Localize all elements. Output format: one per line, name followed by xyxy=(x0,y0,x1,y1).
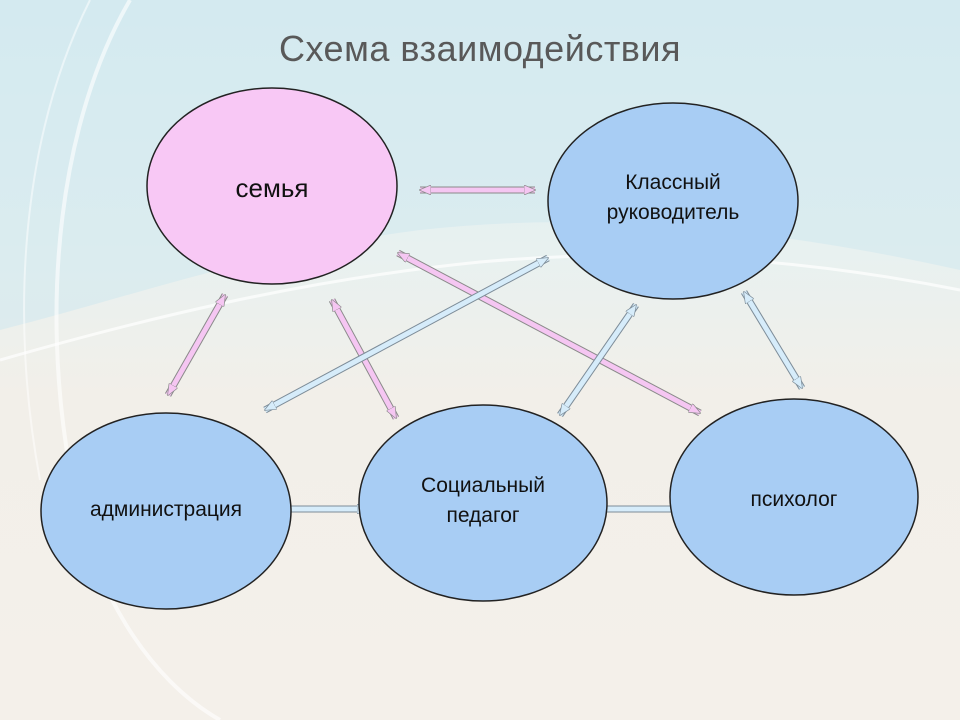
node-family xyxy=(146,87,398,285)
node-class-teacher xyxy=(547,102,799,300)
node-social-pedagogue xyxy=(358,404,608,602)
arrow-classteacher-social-pedagogue xyxy=(557,303,639,417)
node-social-pedagogue-label: Социальный педагог xyxy=(421,474,545,527)
arrow-classteacher-psychologist xyxy=(741,290,805,390)
node-psychologist xyxy=(669,398,919,596)
node-class-teacher-label: Классный руководитель xyxy=(606,171,740,224)
arrow-family-administration xyxy=(164,293,229,397)
arrow-classteacher-administration xyxy=(265,254,548,414)
node-administration-label: администрация xyxy=(89,498,243,521)
node-psychologist-label: психолог xyxy=(750,488,838,511)
node-family-label: семья xyxy=(235,173,309,203)
node-administration xyxy=(40,412,292,610)
slide-title: Схема взаимодействия xyxy=(278,28,682,69)
